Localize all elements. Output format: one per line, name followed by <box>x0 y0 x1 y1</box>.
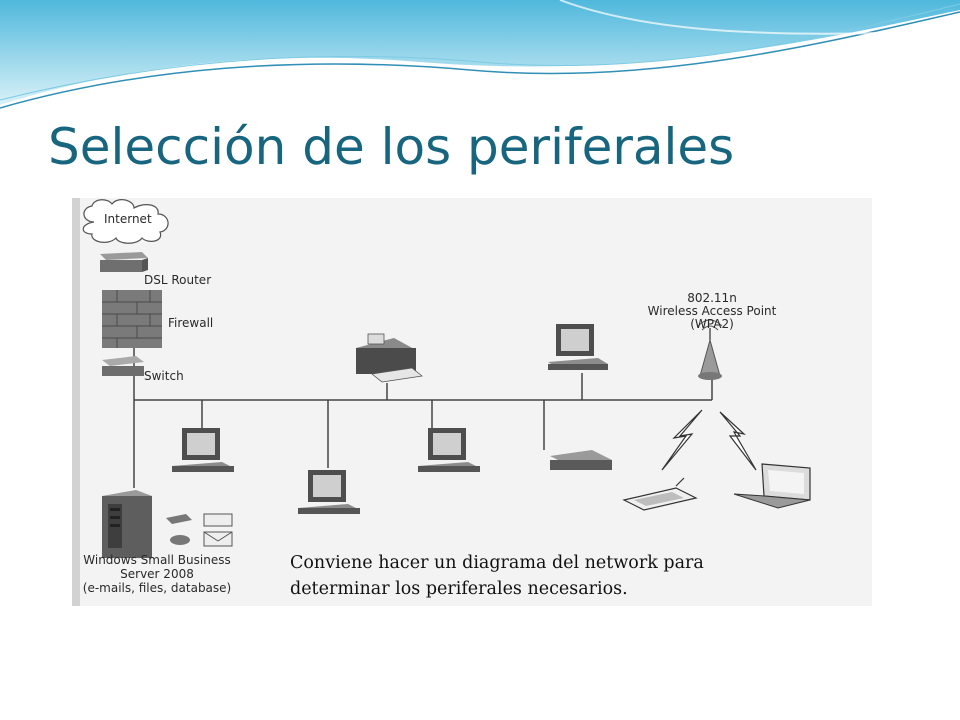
server-label-line1: Windows Small Business <box>83 553 230 567</box>
slide-title: Selección de los periferales <box>48 118 735 176</box>
network-diagram: Internet DSL Router Firewall S <box>72 198 872 606</box>
email-file-database-icons <box>166 513 233 547</box>
internet-cloud-icon <box>82 199 169 244</box>
wireless-access-point-icon <box>697 319 723 380</box>
dsl-router-label: DSL Router <box>144 273 211 287</box>
network-cables <box>133 348 713 488</box>
server-icon <box>102 490 152 558</box>
desktop-computer-icon <box>298 470 360 514</box>
access-point-label-line1: 802.11n <box>687 291 737 305</box>
switch-label: Switch <box>144 369 184 383</box>
firewall-label: Firewall <box>168 316 213 330</box>
desktop-computer-icon <box>548 324 608 370</box>
server-label-line2: Server 2008 <box>120 567 194 581</box>
firewall-icon <box>102 290 162 348</box>
tablet-pc-icon <box>622 477 698 511</box>
desktop-computer-icon <box>418 428 480 472</box>
internet-label: Internet <box>104 212 152 226</box>
access-point-label-line2: Wireless Access Point <box>648 304 777 318</box>
switch-icon <box>102 356 144 376</box>
slide-note: Conviene hacer un diagrama del network p… <box>290 550 780 602</box>
header-wave-decoration <box>0 0 960 109</box>
server-label-line3: (e-mails, files, database) <box>83 581 231 595</box>
network-device-icon <box>550 450 612 470</box>
desktop-computer-icon <box>172 428 234 472</box>
wireless-signal-icon <box>661 409 757 471</box>
access-point-label-line3: (WPA2) <box>690 317 734 331</box>
laptop-icon <box>733 463 811 509</box>
slide-note-line2: determinar los periferales necesarios. <box>290 579 628 599</box>
printer-icon <box>356 333 423 383</box>
dsl-router-icon <box>100 252 148 272</box>
slide-note-line1: Conviene hacer un diagrama del network p… <box>290 553 704 573</box>
